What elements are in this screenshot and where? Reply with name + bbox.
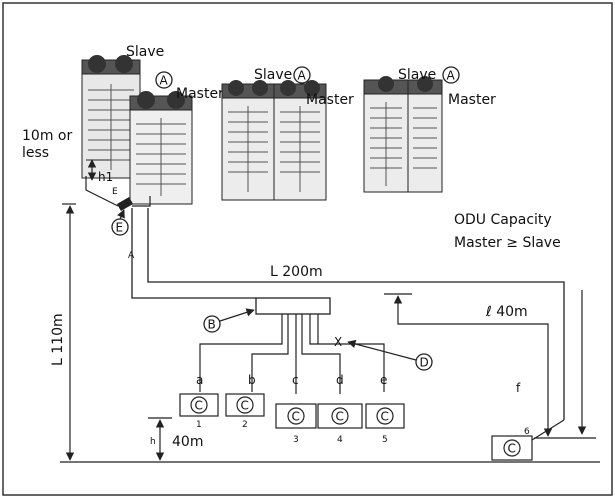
odu1-slave-label: Slave — [126, 44, 164, 60]
less-label: less — [22, 145, 49, 161]
odu-master-3 — [407, 76, 443, 193]
branch-letter-d: d — [336, 373, 344, 387]
odu2-marker-circle — [293, 66, 311, 84]
odu2-marker-A: A — [298, 69, 307, 83]
odu-slave-2 — [221, 80, 275, 201]
l200-label: L 200m — [270, 264, 323, 280]
branch-letter-e: e — [380, 373, 387, 387]
indoor-unit-6: C 6 — [491, 427, 533, 461]
odu1-master-label: Master — [176, 86, 224, 102]
h1-label: h1 — [98, 170, 113, 184]
odu-capacity-rule: Master ≥ Slave — [454, 235, 561, 251]
svg-text:C: C — [195, 399, 203, 413]
indoor-unit-3-number: 3 — [293, 435, 299, 445]
branch-letter-c: c — [292, 373, 299, 387]
svg-text:C: C — [241, 399, 249, 413]
odu1-marker-A: A — [160, 74, 169, 88]
branch-e — [309, 314, 385, 392]
odu3-master-label: Master — [448, 92, 496, 108]
odu3-marker-A: A — [447, 69, 456, 83]
svg-text:C: C — [336, 410, 344, 424]
l40-label: ℓ 40m — [485, 304, 528, 320]
indoor-unit-4-number: 4 — [337, 435, 343, 445]
h-small-label: h — [150, 437, 156, 447]
indoor-unit-1-number: 1 — [196, 420, 202, 430]
odu-master-1 — [129, 91, 193, 205]
odu-capacity-title: ODU Capacity — [454, 212, 552, 228]
branch-letter-a: a — [196, 373, 203, 387]
l110-label: L 110m — [50, 313, 66, 366]
d-marker-label: D — [420, 356, 429, 370]
indoor-unit-4: C 4 — [317, 403, 363, 445]
x-marker: X — [334, 335, 342, 349]
ten-m-or-label: 10m or — [22, 128, 72, 144]
b-marker-circle — [203, 315, 221, 333]
odu-group-3: Slave A Master — [363, 66, 496, 193]
svg-text:C: C — [381, 410, 389, 424]
indoor-unit-1: C 1 — [179, 393, 219, 430]
branch-letter-f: f — [516, 381, 521, 395]
branch-d — [301, 314, 341, 394]
e-marker-label: E — [116, 221, 124, 235]
odu3-marker-circle — [442, 66, 460, 84]
e-small-label: E — [112, 187, 118, 197]
odu-slave-3 — [363, 76, 409, 193]
long-pipe-f — [147, 208, 565, 420]
indoor-unit-2-number: 2 — [242, 420, 248, 430]
b-marker-label: B — [208, 318, 216, 332]
indoor-unit-2: C 2 — [225, 393, 265, 430]
odu-group-2: Slave A Master — [221, 66, 354, 201]
branch-b — [251, 314, 289, 392]
svg-text:C: C — [508, 442, 516, 456]
odu-master-2 — [273, 80, 327, 201]
branch-letter-b: b — [248, 373, 256, 387]
branch-header — [255, 297, 331, 315]
odu2-slave-label: Slave — [254, 67, 292, 83]
branch-a — [199, 314, 283, 392]
odu1-marker-circle — [155, 71, 173, 89]
odu3-slave-label: Slave — [398, 67, 436, 83]
indoor-unit-5-number: 5 — [382, 435, 388, 445]
svg-text:C: C — [292, 410, 300, 424]
a-pipe-label: A — [128, 251, 135, 261]
indoor-unit-3: C 3 — [275, 403, 317, 445]
indoor-unit-5: C 5 — [365, 403, 405, 445]
e-joint — [116, 197, 134, 211]
h40-label: 40m — [172, 434, 203, 450]
odu2-master-label: Master — [306, 92, 354, 108]
main-pipe-A — [131, 208, 256, 299]
indoor-unit-6-number: 6 — [524, 427, 530, 437]
